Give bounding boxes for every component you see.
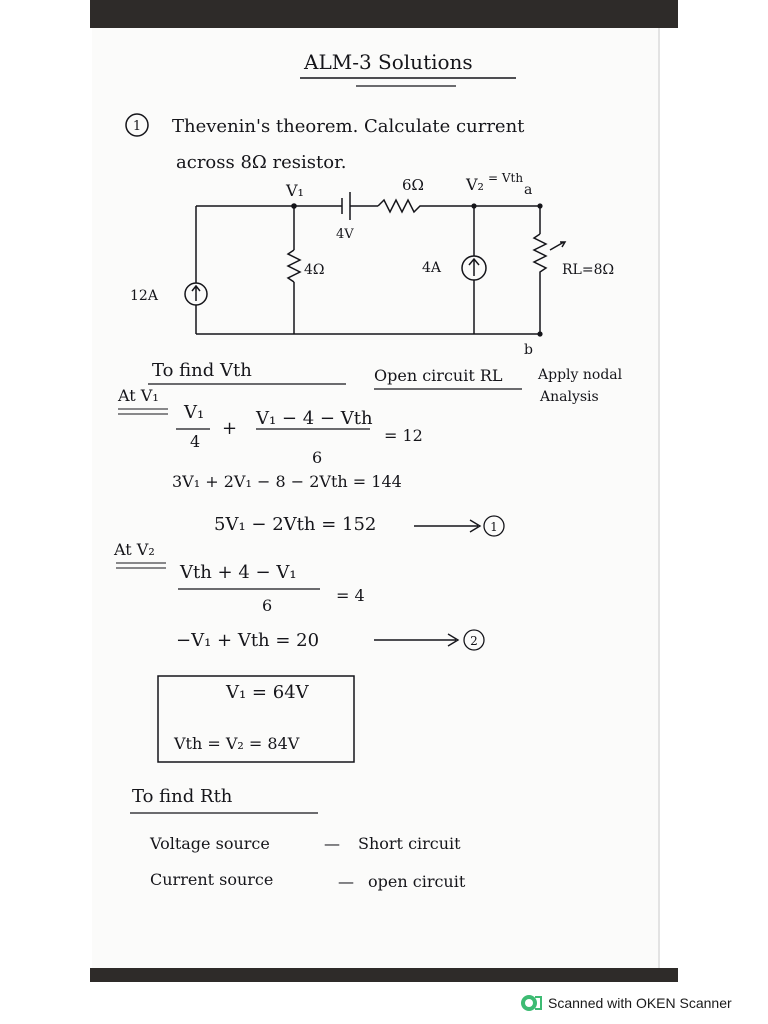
node-dot-v2 [471,203,477,209]
page-title: ALM-3 Solutions [304,50,473,74]
eq1-term2-numerator: V₁ − 4 − Vth [256,408,373,429]
at-v1-label: At V₁ [118,386,159,405]
eq2-tag: 2 [470,634,478,648]
label-rl: RL=8Ω [562,262,614,278]
rth-heading-underline [130,812,318,814]
eq1-rhs: = 12 [384,426,423,445]
eq2-denominator: 6 [262,596,273,615]
result-v1: V₁ = 64V [226,682,309,703]
label-v2: V₂ [465,175,484,194]
rule1-dash: — [324,834,340,853]
title-underline [300,77,516,87]
oken-scanner-logo-icon [521,995,542,1011]
circuit-diagram: V₁ 6Ω V₂ = Vth a 4V 4Ω 4A 12A RL=8Ω b [130,171,614,358]
label-4-ohm: 4Ω [304,262,325,278]
rule1-short-circuit: Short circuit [358,834,461,853]
label-4a: 4A [422,260,442,276]
scanner-label: Scanned with OKEN Scanner [548,995,732,1011]
eq1-fraction-bars [176,428,370,430]
problem-number: 1 [133,119,141,134]
results-box [157,675,355,763]
page-bottom-edge [90,968,678,982]
label-4v: 4V [336,227,354,242]
resistor-6-ohm [377,198,440,214]
eq1-term1-numerator: V₁ [184,402,205,423]
eq2-arrow: 2 [374,629,485,651]
label-6-ohm: 6Ω [402,176,424,194]
rth-heading: To find Rth [132,786,233,807]
result-vth: Vth = V₂ = 84V [174,734,300,753]
eq1-arrow: 1 [414,515,505,537]
load-pointer [549,241,567,251]
scanner-watermark: Scanned with OKEN Scanner [520,993,732,1013]
eq2-fraction-bar [178,588,320,590]
rule2-current-source: Current source [150,870,274,889]
eq2-numerator: Vth + 4 − V₁ [180,562,297,583]
at-v1-underline [118,408,168,415]
battery-4v [341,192,351,220]
open-circuit-underline [374,388,522,390]
problem-statement-line2: across 8Ω resistor. [176,152,347,173]
eq2-simplified: −V₁ + Vth = 20 [176,630,320,651]
at-v2-label: At V₂ [114,540,155,559]
eq1-expanded: 3V₁ + 2V₁ − 8 − 2Vth = 144 [172,472,402,491]
label-terminal-a: a [524,182,532,198]
at-v2-underline [116,562,166,569]
page-top-edge [90,0,678,28]
eq1-simplified: 5V₁ − 2Vth = 152 [214,514,377,535]
problem-statement-line1: Thevenin's theorem. Calculate current [172,116,525,137]
eq2-rhs: = 4 [336,586,365,605]
rule2-open-circuit: open circuit [368,872,466,891]
vth-heading-underline [148,383,346,385]
rule2-dash: — [338,872,354,891]
terminal-dot-b [537,331,543,337]
problem-number-circle: 1 [125,113,149,137]
apply-nodal-note: Apply nodal [538,367,623,383]
vth-heading: To find Vth [152,360,252,381]
label-12a: 12A [130,288,159,304]
open-circuit-note: Open circuit RL [374,366,503,385]
eq1-tag: 1 [490,520,498,534]
resistor-4-ohm [286,249,302,283]
notebook-page [92,28,658,968]
terminal-dot-a [537,203,543,209]
eq1-plus: + [222,418,238,439]
label-terminal-b: b [524,342,533,358]
label-v1: V₁ [285,181,304,200]
apply-nodal-note-2: Analysis [540,389,599,405]
rule1-voltage-source: Voltage source [150,834,270,853]
eq1-term1-denominator: 4 [190,432,201,451]
resistor-load [532,233,548,334]
eq1-term2-denominator: 6 [312,448,323,467]
node-dot-v1 [291,203,297,209]
label-v2-vth: = Vth [488,171,523,185]
